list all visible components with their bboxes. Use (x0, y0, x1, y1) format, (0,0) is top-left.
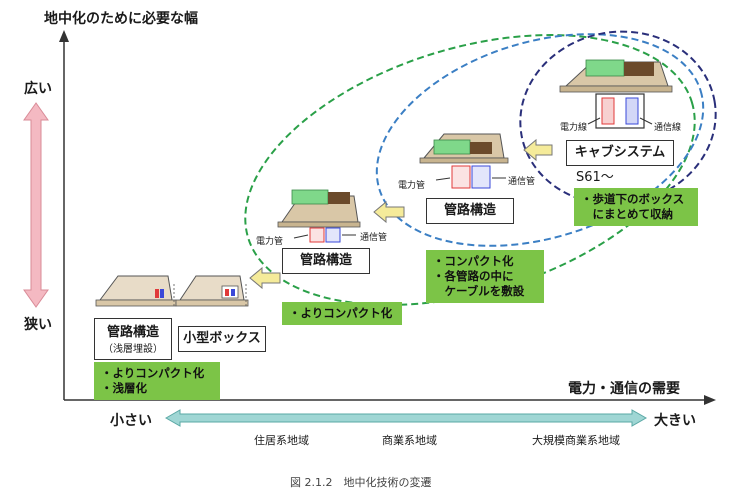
demand-double-arrow (164, 409, 648, 427)
flow-arrow-3 (523, 138, 553, 162)
note-2-line-1: ・よりコンパクト化 (289, 306, 393, 320)
note-4-line-1: ・歩道下のボックス (581, 192, 685, 206)
x-axis-line (64, 395, 716, 405)
stage1-title: 管路構造 (106, 325, 159, 340)
note-1: ・よりコンパクト化 ・浅層化 (94, 362, 220, 400)
note-3: ・コンパクト化 ・各管路の中に ケーブルを敷設 (426, 250, 544, 303)
stage4-power-label: 電力管 (398, 181, 426, 191)
area-commercial: 商業系地域 (382, 434, 437, 447)
note-3-line-1: ・コンパクト化 (433, 254, 514, 268)
y-axis-bottom-label: 狭い (24, 317, 52, 333)
y-axis-top-label: 広い (24, 81, 52, 97)
stage5-power-label: 電力線 (560, 123, 588, 133)
area-large-commercial: 大規模商業系地域 (532, 434, 620, 447)
stage2-illustration (175, 275, 249, 307)
ellipse-green (244, 34, 696, 306)
stage3-box: 管路構造 (282, 248, 370, 274)
note-1-line-2: ・浅層化 (101, 381, 147, 395)
stage3-telecom-label: 通信管 (360, 233, 388, 243)
note-1-line-1: ・よりコンパクト化 (101, 366, 205, 380)
y-axis-title: 地中化のために必要な幅 (44, 11, 198, 27)
note-2: ・よりコンパクト化 (282, 302, 402, 325)
stage2-box: 小型ボックス (178, 326, 266, 352)
flow-arrow-2 (373, 200, 405, 224)
stage3-illustration (277, 189, 361, 243)
stage4-telecom-label: 通信管 (508, 177, 536, 187)
y-axis-line (59, 30, 69, 400)
note-4-line-2: にまとめて収納 (581, 207, 673, 221)
figure-caption: 図 2.1.2 地中化技術の変遷 (290, 476, 432, 489)
stage4-illustration (419, 133, 509, 189)
stage1-box: 管路構造 （浅層埋設） (94, 318, 172, 360)
width-double-arrow (23, 102, 49, 308)
stage3-power-label: 電力管 (256, 237, 284, 247)
stage4-box: 管路構造 (426, 198, 514, 224)
x-axis-right-label: 大きい (654, 413, 696, 429)
ellipse-blue (375, 33, 705, 247)
note-3-line-3: ケーブルを敷設 (433, 284, 525, 298)
note-3-line-2: ・各管路の中に (433, 269, 514, 283)
note-4: ・歩道下のボックス にまとめて収納 (574, 188, 698, 226)
x-axis-left-label: 小さい (110, 413, 152, 429)
stage5-box: キャブシステム (566, 140, 674, 166)
stage5-telecom-label: 通信線 (654, 123, 682, 133)
flow-arrow-1 (249, 266, 281, 290)
x-axis-title: 電力・通信の需要 (568, 381, 680, 397)
stage1-illustration (95, 275, 177, 307)
stage5-illustration (559, 59, 673, 129)
stage1-subtitle: （浅層埋設） (103, 344, 163, 355)
stage5-era: S61～ (576, 170, 614, 185)
area-residential: 住居系地域 (254, 434, 309, 447)
